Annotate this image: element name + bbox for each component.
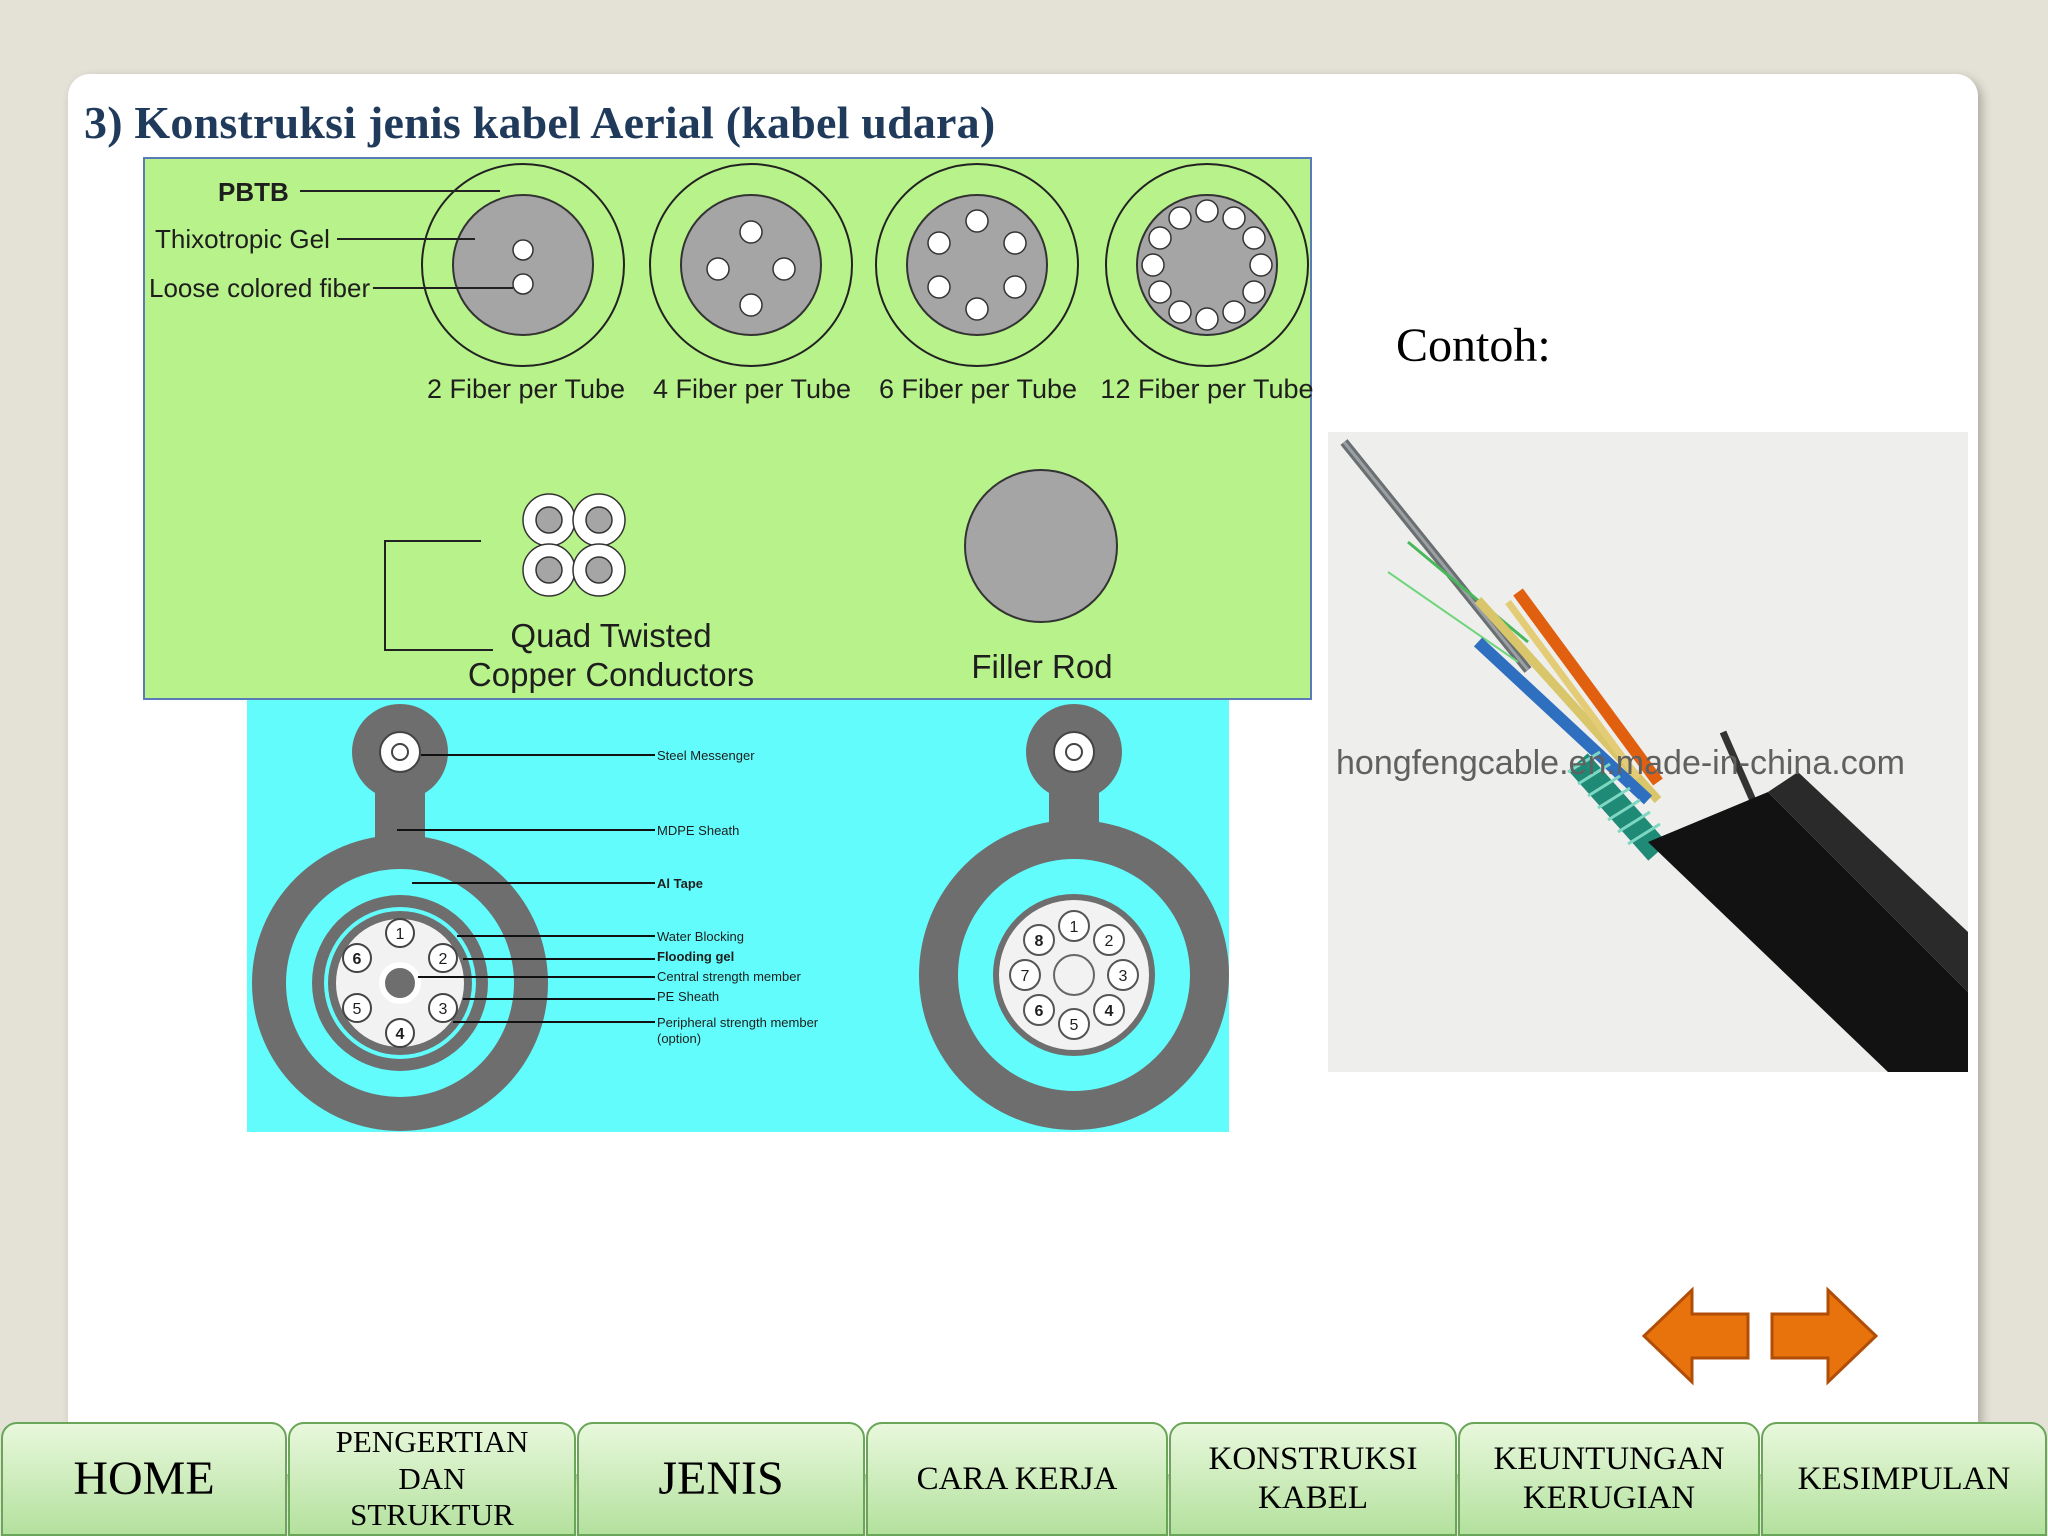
right-tube-3: 3 — [1119, 968, 1128, 985]
nav-home-label: HOME — [73, 1451, 215, 1505]
cable-photo: hongfengcable.en.made-in-china.com — [1328, 432, 1968, 1072]
left-tube-2: 2 — [439, 951, 448, 968]
section-leader-lines — [397, 754, 655, 1023]
callout-fiber: Loose colored fiber — [149, 273, 370, 303]
label-central-strength: Central strength member — [657, 969, 801, 984]
photo-watermark: hongfengcable.en.made-in-china.com — [1336, 744, 1905, 782]
arrow-right-icon — [1770, 1286, 1879, 1386]
quad-copper-conductors — [384, 493, 626, 651]
cable-photo-drawing — [1340, 439, 1968, 1072]
caption-12-fiber: 12 Fiber per Tube — [1100, 374, 1313, 404]
nav-kesimpulan[interactable]: KESIMPULAN — [1761, 1422, 2047, 1536]
nav-keuntungan[interactable]: KEUNTUNGAN KERUGIAN — [1458, 1422, 1760, 1536]
callout-pbtb: PBTB — [218, 177, 289, 207]
nav-konstruksi-label: KONSTRUKSI KABEL — [1208, 1441, 1418, 1516]
label-option: (option) — [657, 1031, 701, 1046]
left-tube-1: 1 — [396, 926, 405, 943]
nav-home[interactable]: HOME — [1, 1422, 287, 1536]
filler-label: Filler Rod — [971, 648, 1112, 685]
tube-6-fiber — [875, 163, 1079, 367]
prev-slide-button[interactable] — [1641, 1286, 1750, 1386]
right-tube-7: 7 — [1021, 968, 1030, 985]
cable-cross-section-drawing: 1 2 3 4 5 6 Steel Messenger MDPE Sheath … — [252, 704, 1229, 1131]
quad-label-line1: Quad Twisted — [510, 617, 711, 654]
nav-jenis-label: JENIS — [658, 1451, 784, 1505]
callout-gel: Thixotropic Gel — [155, 224, 330, 254]
loose-tube-diagram-drawing: PBTB Thixotropic Gel Loose colored fiber… — [149, 163, 1314, 693]
right-tube-6: 6 — [1035, 1003, 1044, 1020]
filler-rod — [964, 469, 1118, 623]
nav-cara-kerja[interactable]: CARA KERJA — [866, 1422, 1168, 1536]
nav-kesimpulan-label: KESIMPULAN — [1797, 1460, 2011, 1497]
left-tube-4: 4 — [396, 1026, 405, 1043]
example-label: Contoh: — [1396, 319, 1551, 372]
right-tube-5: 5 — [1070, 1017, 1079, 1034]
nav-jenis[interactable]: JENIS — [577, 1422, 865, 1536]
left-tube-5: 5 — [353, 1001, 362, 1018]
label-pe-sheath: PE Sheath — [657, 989, 719, 1004]
left-tube-6: 6 — [353, 951, 362, 968]
label-water-blocking: Water Blocking — [657, 929, 744, 944]
label-al-tape: Al Tape — [657, 876, 703, 891]
loose-tube-diagram: PBTB Thixotropic Gel Loose colored fiber… — [143, 157, 1314, 700]
next-slide-button[interactable] — [1770, 1286, 1879, 1386]
left-tube-3: 3 — [439, 1001, 448, 1018]
label-mdpe-sheath: MDPE Sheath — [657, 823, 739, 838]
nav-pengertian-label: PENGERTIAN DAN STRUKTUR — [335, 1424, 529, 1533]
bottom-navigation: HOME PENGERTIAN DAN STRUKTUR JENIS CARA … — [0, 1422, 2048, 1536]
caption-4-fiber: 4 Fiber per Tube — [653, 374, 851, 404]
right-tube-1: 1 — [1070, 919, 1079, 936]
nav-cara-kerja-label: CARA KERJA — [916, 1460, 1118, 1497]
nav-keuntungan-label: KEUNTUNGAN KERUGIAN — [1493, 1441, 1725, 1516]
label-peripheral-strength: Peripheral strength member — [657, 1015, 819, 1030]
cable-cross-section-diagram: 1 2 3 4 5 6 Steel Messenger MDPE Sheath … — [247, 700, 1229, 1132]
caption-6-fiber: 6 Fiber per Tube — [879, 374, 1077, 404]
right-tube-2: 2 — [1105, 933, 1114, 950]
arrow-left-icon — [1641, 1286, 1750, 1386]
label-steel-messenger: Steel Messenger — [657, 748, 755, 763]
tube-4-fiber — [649, 163, 853, 367]
nav-konstruksi[interactable]: KONSTRUKSI KABEL — [1169, 1422, 1457, 1536]
page-title: 3) Konstruksi jenis kabel Aerial (kabel … — [84, 97, 996, 148]
cable-right: 1 2 3 4 5 6 7 8 — [919, 704, 1229, 1130]
tube-2-fiber — [421, 163, 625, 367]
nav-pengertian[interactable]: PENGERTIAN DAN STRUKTUR — [288, 1422, 576, 1536]
label-flooding-gel: Flooding gel — [657, 949, 734, 964]
callout-lines — [300, 190, 513, 289]
tube-12-fiber — [1105, 163, 1309, 367]
right-tube-8: 8 — [1035, 933, 1044, 950]
caption-2-fiber: 2 Fiber per Tube — [427, 374, 625, 404]
cable-left: 1 2 3 4 5 6 — [252, 704, 548, 1131]
quad-label-line2: Copper Conductors — [468, 656, 754, 693]
right-tube-4: 4 — [1105, 1003, 1114, 1020]
